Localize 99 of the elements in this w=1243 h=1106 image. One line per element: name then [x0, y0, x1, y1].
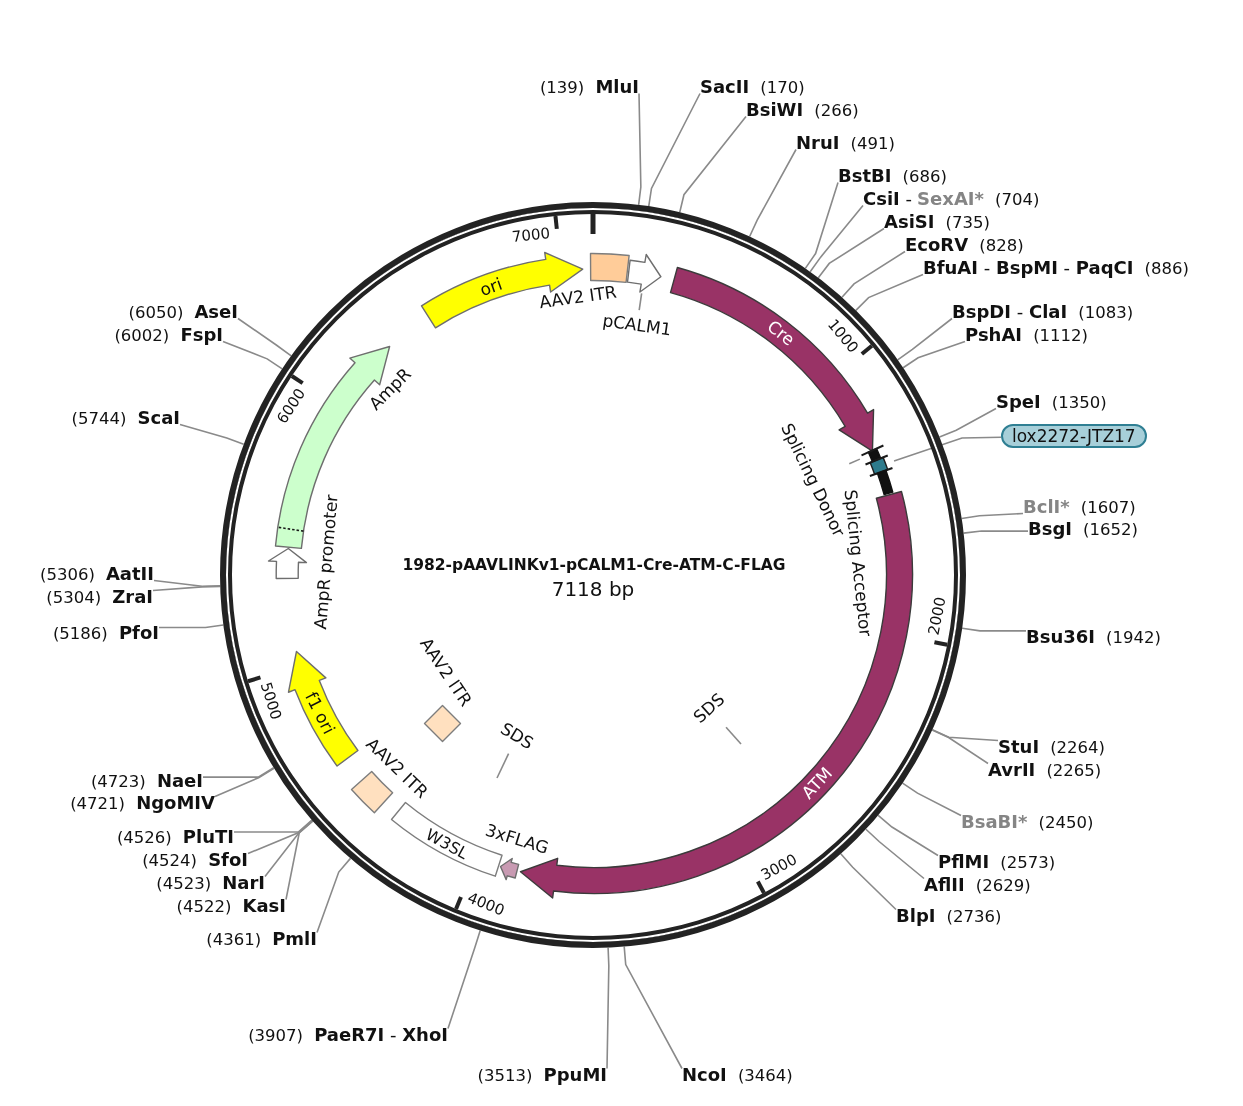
site-label: (4526) PluTI — [116, 826, 234, 848]
leader-line — [938, 407, 997, 438]
leader-line — [158, 624, 225, 629]
site-label: (5304) ZraI — [46, 586, 153, 608]
leader-line — [931, 729, 989, 765]
leader-line — [960, 512, 1024, 520]
leader-line — [748, 148, 797, 238]
leader-line — [855, 273, 924, 312]
site-label: BsiWI (266) — [746, 99, 859, 121]
tick-label: 5000 — [256, 680, 286, 723]
leader-line — [153, 579, 221, 587]
feature-tag: lox2272-JTZ17 — [1001, 424, 1147, 448]
site-label: StuI (2264) — [998, 736, 1106, 758]
leader-line — [179, 423, 245, 446]
leader-line — [447, 929, 482, 1030]
site-label: PshAI (1112) — [965, 324, 1088, 346]
leader-line — [902, 340, 966, 369]
feature-segment — [626, 252, 663, 294]
feature-label: pCALM1 — [601, 310, 673, 340]
site-label: (6002) FspI — [114, 324, 223, 346]
leader-line — [961, 627, 1027, 632]
site-label: (4524) SfoI — [142, 849, 248, 871]
site-label: NcoI (3464) — [682, 1064, 793, 1086]
site-label: (4522) KasI — [176, 895, 286, 917]
leader-line — [638, 292, 643, 311]
feature-block — [589, 252, 631, 284]
feature-label: Cre — [762, 316, 799, 351]
leader-line — [725, 726, 742, 745]
site-label: Bsu36I (1942) — [1026, 626, 1161, 648]
leader-line — [901, 782, 962, 817]
site-label: EcoRV (828) — [905, 234, 1024, 256]
site-label: PflMI (2573) — [938, 851, 1056, 873]
site-label: (5744) ScaI — [71, 407, 180, 429]
leader-line — [637, 92, 642, 206]
leader-line — [865, 828, 925, 880]
leader-line — [623, 945, 683, 1070]
leader-line — [214, 767, 275, 798]
site-label: (5186) PfoI — [52, 622, 159, 644]
site-label: BstBI (686) — [838, 165, 947, 187]
leader-line — [962, 530, 1029, 534]
site-label: (4523) NarI — [156, 872, 265, 894]
feature-label: SDS — [496, 718, 538, 754]
tick-label: 7000 — [511, 223, 552, 246]
site-label: AflII (2629) — [924, 874, 1031, 896]
leader-line — [678, 115, 747, 214]
leader-line — [841, 250, 906, 299]
site-label: CsiI - SexAI* (704) — [863, 188, 1040, 210]
leader-line — [496, 752, 510, 779]
leader-line — [152, 585, 221, 592]
tick-label: 4000 — [465, 888, 508, 920]
leader-line — [896, 317, 953, 361]
leader-line — [264, 820, 314, 878]
site-label: BsaBI* (2450) — [961, 811, 1094, 833]
site-label: BlpI (2736) — [896, 905, 1002, 927]
feature-segment — [287, 649, 360, 768]
site-label: (4361) PmlI — [206, 928, 317, 950]
site-label: NruI (491) — [796, 132, 895, 154]
site-label: BsgI (1652) — [1028, 518, 1138, 540]
site-label: (4723) NaeI — [90, 770, 203, 792]
leader-line — [893, 436, 1002, 462]
leader-line — [237, 317, 292, 357]
site-label: AvrII (2265) — [988, 759, 1102, 781]
feature-label: AmpR promoter — [309, 493, 343, 631]
site-label: (4721) NgoMIV — [70, 792, 215, 814]
site-label: AsiSI (735) — [884, 211, 990, 233]
leader-line — [247, 819, 314, 855]
leader-line — [848, 458, 861, 465]
plasmid-name: 1982-pAAVLINKv1-pCALM1-Cre-ATM-C-FLAG — [402, 555, 786, 575]
feature-label: AAV2 ITR — [538, 281, 618, 313]
leader-line — [648, 92, 701, 207]
leader-line — [817, 227, 885, 279]
site-label: BclI* (1607) — [1023, 496, 1136, 518]
site-label: SpeI (1350) — [996, 391, 1107, 413]
feature-label: ori — [477, 273, 505, 300]
feature-bar — [875, 469, 894, 497]
leader-line — [202, 767, 275, 778]
site-label: (139) MluI — [539, 76, 639, 98]
feature-segment — [266, 546, 308, 580]
leader-line — [804, 181, 839, 270]
tick-label: 2000 — [924, 595, 950, 637]
leader-line — [809, 204, 864, 273]
leader-line — [233, 819, 313, 833]
site-label: BspDI - ClaI (1083) — [952, 301, 1134, 323]
site-label: (5306) AatII — [39, 563, 154, 585]
leader-line — [606, 946, 610, 1070]
feature-segment — [420, 251, 585, 330]
leader-line — [877, 814, 939, 857]
leader-line — [222, 340, 283, 370]
leader-line — [839, 853, 897, 911]
feature-segment — [498, 857, 521, 882]
site-label: SacII (170) — [700, 76, 805, 98]
plasmid-size: 7118 bp — [551, 577, 635, 601]
site-label: (3513) PpuMI — [477, 1064, 607, 1086]
site-label: (3907) PaeR7I - XhoI — [248, 1024, 448, 1046]
site-label: (6050) AseI — [128, 301, 238, 323]
leader-line — [931, 728, 999, 742]
feature-label: f1 ori — [300, 688, 339, 738]
leader-line — [316, 857, 352, 934]
site-label: BfuAI - BspMI - PaqCI (886) — [923, 257, 1189, 279]
